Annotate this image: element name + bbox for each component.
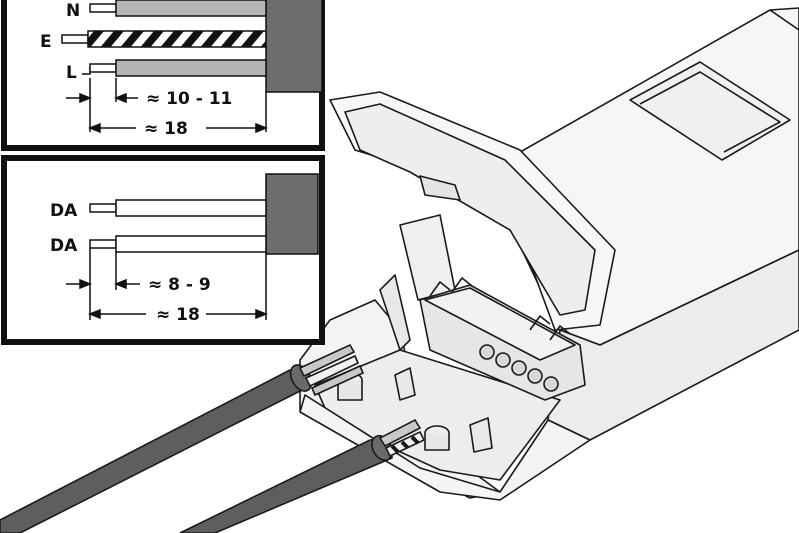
- live-insulation: [115, 59, 267, 77]
- dali-conductor: [378, 418, 422, 448]
- neutral-insulation: [115, 0, 267, 17]
- mains-total-length: ≈ 18: [144, 119, 188, 139]
- compartment-side-wall: [379, 274, 411, 351]
- cover-hinge-ridge: [419, 175, 461, 201]
- terminal-hole: [543, 376, 559, 392]
- mains-dimensions: [66, 78, 269, 134]
- mains-terminal-block: [265, 0, 323, 93]
- housing-top-panel-rim: [639, 71, 781, 153]
- mains-wiring-panel: N E L: [1, 0, 325, 151]
- dali-cable-sheath: [179, 438, 393, 533]
- hinged-cover-inner: [344, 103, 596, 316]
- dali-dimensions: [66, 248, 269, 320]
- terminal-hole: [527, 368, 543, 384]
- dali-wire1-label: DA: [50, 201, 78, 221]
- terminal-hole: [479, 344, 495, 360]
- mains-conductor: [298, 343, 356, 378]
- dali-wire2-insulation: [115, 235, 267, 253]
- driver-device-illustration: [299, 7, 799, 501]
- live-conductor: [89, 63, 117, 73]
- live-label: L: [66, 63, 77, 83]
- dali-terminal-block: [265, 173, 319, 255]
- mains-strip-length: ≈ 10 - 11: [146, 89, 232, 109]
- dali-wire1-conductor: [89, 203, 117, 213]
- earth-conductor: [61, 34, 89, 44]
- dali-wire2-label: DA: [50, 236, 78, 256]
- mains-conductor: [310, 364, 365, 397]
- neutral-conductor: [89, 3, 117, 13]
- dali-conductor-stripes: [390, 435, 420, 454]
- post: [424, 433, 450, 451]
- dali-wiring-panel: DA DA ≈ 8 - 9 ≈ 18: [1, 155, 325, 345]
- terminal-hole: [495, 352, 511, 368]
- terminal-holes: [479, 344, 559, 392]
- cables: [0, 343, 426, 533]
- terminal-block-top: [424, 287, 576, 361]
- mains-conductor: [304, 354, 360, 388]
- clip: [394, 367, 416, 401]
- housing-top-panel: [629, 61, 791, 161]
- earth-label: E: [40, 32, 52, 52]
- earth-insulation-striped: [87, 30, 267, 48]
- terminal-hole: [511, 360, 527, 376]
- terminal-levers: [429, 277, 571, 341]
- dali-wire1-insulation: [115, 199, 267, 217]
- compartment-front-rim: [299, 394, 591, 501]
- post: [337, 380, 363, 401]
- dali-wire2-conductor: [89, 239, 117, 249]
- strain-relief-posts: [337, 367, 493, 453]
- dali-strip-length: ≈ 8 - 9: [148, 275, 211, 295]
- clip: [469, 417, 493, 453]
- housing-edge: [769, 9, 799, 31]
- dali-total-length: ≈ 18: [156, 305, 200, 325]
- neutral-label: N: [66, 1, 80, 21]
